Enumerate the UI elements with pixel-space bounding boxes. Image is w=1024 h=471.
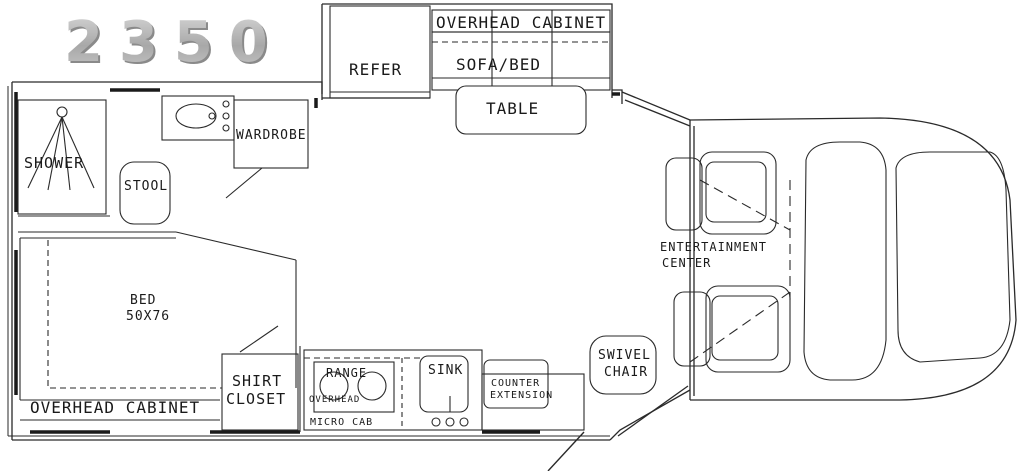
shirt-closet-label-2: CLOSET (226, 390, 286, 408)
table-label: TABLE (486, 99, 539, 118)
refrigerator (329, 5, 431, 99)
bathroom-partition (18, 215, 297, 400)
shower (17, 99, 107, 215)
swivel-chair-label-1: SWIVEL (598, 348, 651, 363)
refer-label: REFER (349, 60, 402, 79)
stool-label: STOOL (124, 179, 168, 194)
swivel-chair (589, 335, 657, 395)
overhead-cabinet-top-label: OVERHEAD CABINET (436, 13, 606, 32)
sofa-bed-label: SOFA/BED (456, 55, 541, 74)
wardrobe (225, 99, 309, 199)
thick-wall-segments (14, 88, 620, 434)
model-number: 2350 2350 (64, 10, 286, 77)
entertainment-center-label-2: CENTER (662, 256, 711, 270)
driver-seat (665, 151, 791, 235)
sink-label: SINK (428, 363, 463, 378)
passenger-seat (673, 285, 791, 373)
counter-extension-label-1: COUNTER (491, 378, 540, 389)
toilet-stool (119, 161, 171, 225)
counter-extension-label-2: EXTENSION (490, 390, 553, 401)
shirt-closet-label-1: SHIRT (232, 372, 282, 390)
bathroom-vanity (161, 95, 235, 141)
galley-sink (419, 355, 469, 427)
cab-dashboard (803, 141, 1011, 381)
range-label: RANGE (326, 366, 367, 380)
galley (299, 346, 483, 432)
bed-size-label: 50X76 (126, 309, 170, 324)
micro-cab-label: MICRO CAB (310, 417, 373, 428)
table (455, 85, 587, 135)
shower-label: SHOWER (24, 154, 84, 172)
bed-label: BED (130, 293, 156, 308)
entertainment-center-label-1: ENTERTAINMENT (660, 240, 767, 254)
swivel-chair-label-2: CHAIR (604, 365, 648, 380)
overhead-cabinet-bottom (20, 399, 220, 421)
wardrobe-label: WARDROBE (236, 128, 307, 143)
shirt-closet (221, 353, 299, 431)
entry-door (547, 431, 585, 471)
overhead-label: OVERHEAD (309, 395, 360, 405)
model-number-text: 2350 (64, 10, 284, 75)
counter-extension (481, 359, 585, 431)
bed (47, 240, 297, 389)
overhead-cabinet-bottom-label: OVERHEAD CABINET (30, 398, 200, 417)
model-number-shadow: 2350 (66, 12, 286, 77)
